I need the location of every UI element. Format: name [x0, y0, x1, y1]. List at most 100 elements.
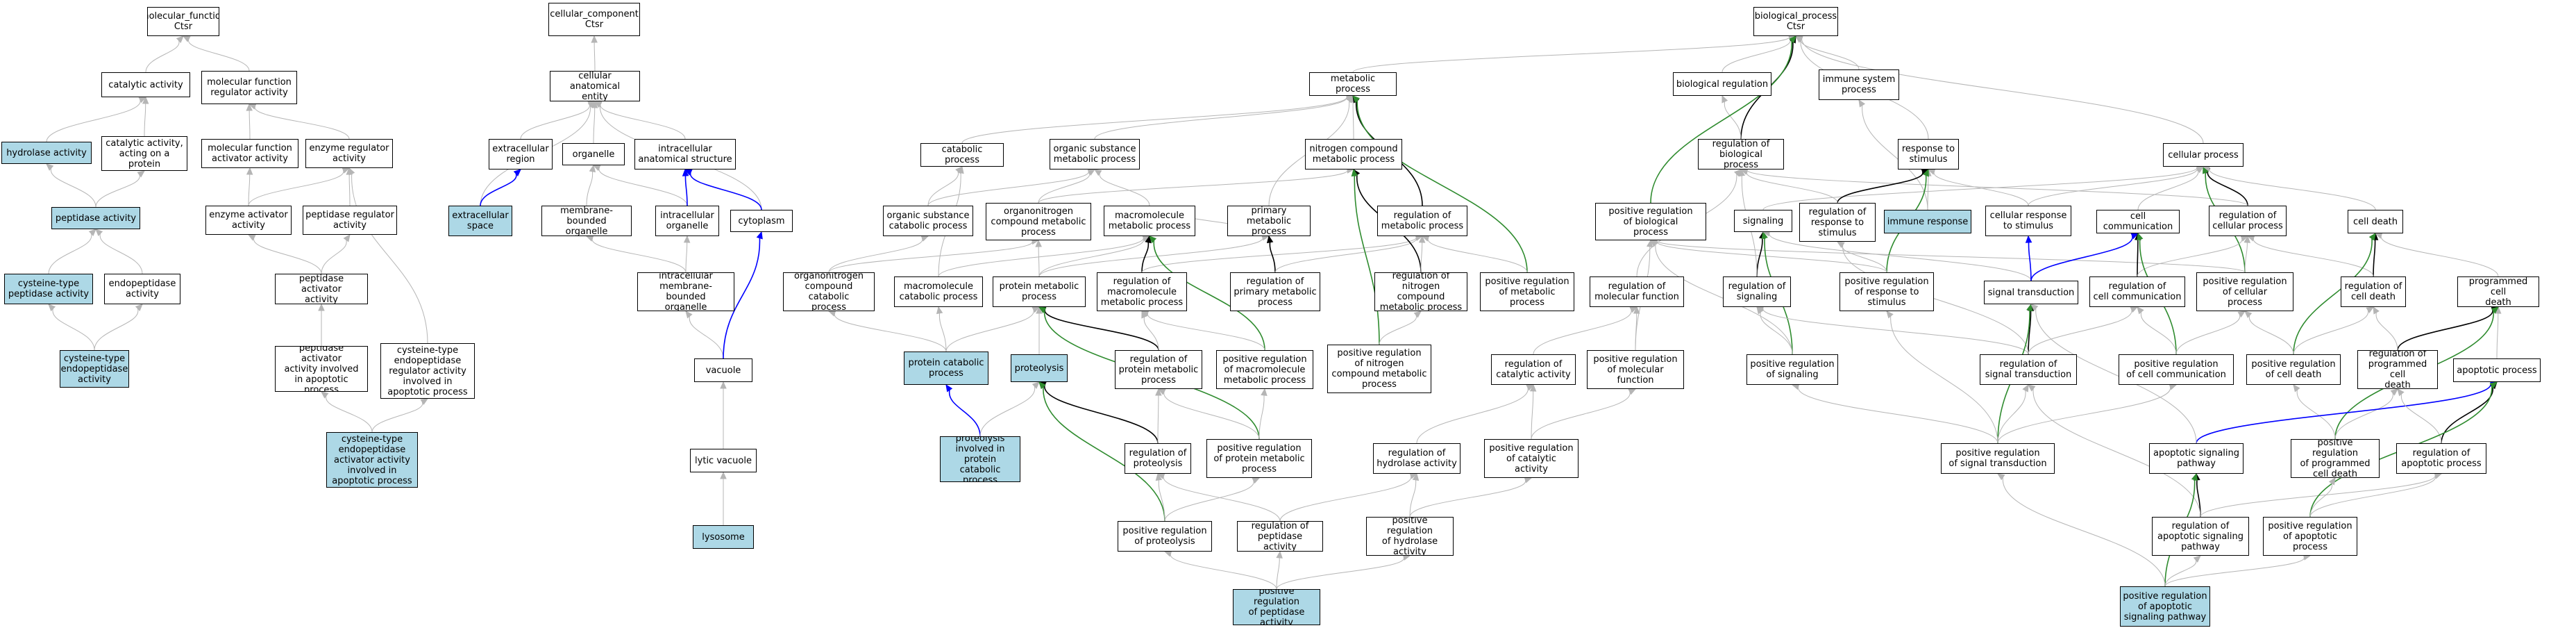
edge-regcat-to-regmf	[1533, 309, 1632, 355]
node-hydrolase-activity: hydrolase activity	[1, 142, 92, 164]
edge-posregapo-to-regapo	[2309, 475, 2436, 518]
edge-regpcd-to-regcd	[2375, 312, 2398, 351]
node-peptidase-regulator-activity: peptidase regulator activity	[303, 206, 397, 235]
arrowhead-endopept-to-pept	[95, 229, 103, 237]
arrowhead-mfact-to-mfreg	[246, 103, 253, 111]
edge-cystendoreg-to-enzreg	[351, 174, 428, 344]
edge-mfact-to-mfreg	[249, 110, 251, 140]
node-mf-regulator-activity: molecular function regulator activity	[201, 71, 297, 104]
edge-cellproc-to-bp	[1801, 38, 2204, 144]
edge-protmet-to-mmp	[1038, 238, 1145, 277]
edge-onmp-to-osmp	[1038, 172, 1090, 204]
arrowhead-posregprotmet-to-regprotmet	[1157, 388, 1166, 395]
node-signaling: signaling	[1734, 210, 1792, 232]
node-enzyme-activator-activity: enzyme activator activity	[205, 206, 292, 235]
arrowhead-cystendo-to-cystpept	[48, 304, 56, 312]
node-positive-regulation-hydrolase: positive regulation of hydrolase activit…	[1366, 517, 1454, 556]
edge-regpmp-to-pmp	[1269, 242, 1276, 273]
node-regulation-response-to-stimulus: regulation of response to stimulus	[1799, 203, 1876, 242]
arrowhead-regsig-to-regbp	[1738, 168, 1746, 177]
edge-regprotmet-to-protmet	[1044, 308, 1159, 351]
edge-posregmet-to-metab	[1356, 100, 1528, 273]
node-regulation-cellular-process: regulation of cellular process	[2209, 206, 2287, 236]
edge-mfreg-to-mf	[188, 38, 250, 72]
edge-regapo-to-apo	[2441, 386, 2493, 444]
arrowhead-cystendoact-to-peptactapo	[321, 391, 329, 399]
arrowhead-protmet-to-onmp	[1035, 239, 1042, 247]
edge-regst-to-regsig	[1762, 308, 2029, 355]
edge-intracell-to-cae	[600, 104, 686, 140]
edge-protmet-to-onmp	[1038, 246, 1040, 277]
edge-vacuole-to-imbo	[689, 315, 724, 359]
node-protein-metabolic-process: protein metabolic process	[993, 276, 1086, 307]
edge-ncmp-to-metab	[1352, 101, 1354, 140]
arrowhead-posregst-to-posregresp	[1886, 311, 1894, 319]
node-positive-regulation-biological: positive regulation of biological proces…	[1595, 203, 1706, 240]
arrowhead-pmp-to-metab	[1346, 95, 1354, 104]
arrowhead-aposig-to-sigtrans	[2030, 304, 2039, 311]
arrowhead-posregbp-to-bp	[1789, 35, 1796, 44]
node-peptidase-activity: peptidase activity	[51, 207, 140, 229]
edge-intorg-to-intracell	[684, 175, 688, 206]
arrowhead-intorg-to-intracell	[682, 168, 689, 176]
arrowhead-protinv-to-protcat	[945, 383, 953, 392]
arrowhead-peptactapo-to-peptact	[318, 303, 325, 311]
edge-catact-to-mf	[145, 40, 180, 73]
edge-posreghydro-to-posregcat	[1409, 479, 1526, 518]
node-protein-catabolic-process: protein catabolic process	[904, 352, 988, 385]
edge-posregproteo-to-proteolysis	[1043, 386, 1165, 522]
edge-posregpcd-to-regpcd	[2334, 392, 2393, 440]
edge-vacuole-to-cytoplasm	[723, 238, 761, 359]
arrowhead-posregcc-to-posregcp	[2237, 311, 2246, 318]
edge-mcp-to-mmp	[938, 237, 1144, 277]
arrowhead-posregmmp-to-mmp	[1149, 236, 1157, 244]
arrowhead-hydro-to-catact	[138, 97, 147, 104]
edge-regcc-to-cellcomm	[2137, 239, 2139, 277]
node-regulation-protein-metabolic: regulation of protein metabolic process	[1115, 350, 1202, 389]
node-cysteine-endopeptidase-activator: cysteine-type endopeptidase activator ac…	[326, 432, 418, 488]
node-proteolysis: proteolysis	[1011, 354, 1068, 382]
arrowhead-cae-to-cc	[591, 35, 598, 43]
edge-immresp-to-immsys	[1862, 105, 1928, 210]
arrowhead-proteolysis-to-protmet	[1036, 306, 1043, 314]
arrowhead-mcp-to-catab	[957, 165, 964, 174]
edge-posregresp-to-posregbp	[1656, 240, 1887, 273]
arrowhead-posregaposig-to-aposig	[2191, 472, 2198, 481]
edge-onmp-to-ncmp	[1038, 170, 1348, 204]
node-peptidase-activator-apoptotic: peptidase activator activity involved in…	[275, 346, 368, 392]
node-intracellular-membrane-bounded-organelle: intracellular membrane-bounded organelle	[637, 272, 734, 311]
edge-cae-to-cc	[594, 42, 596, 72]
edge-protcat-to-protmet	[945, 309, 1034, 352]
node-positive-regulation-signaling: positive regulation of signaling	[1746, 354, 1838, 385]
arrowhead-posregproteo-to-posregprotmet	[1252, 477, 1261, 484]
arrowhead-regncmp-to-regmet	[1418, 235, 1426, 243]
arrowhead-posregmet-to-metab	[1352, 95, 1361, 104]
edge-imbo-to-mbo	[591, 238, 687, 273]
arrowhead-posregpept-to-regpept	[1276, 550, 1283, 559]
node-enzyme-regulator-activity: enzyme regulator activity	[305, 139, 393, 168]
arrowhead-posregcc-to-cellcomm	[2137, 232, 2144, 241]
edge-sigtrans-to-cellresp	[2028, 242, 2032, 281]
edge-catab-to-metab	[961, 96, 1347, 144]
arrowhead-catprot-to-catact	[142, 96, 149, 104]
arrowhead-posregprotmet-to-posregmmp	[1261, 388, 1268, 396]
node-response-to-stimulus: response to stimulus	[1898, 139, 1959, 170]
arrowhead-posregpcd-to-posregcd	[2293, 384, 2300, 392]
arrowhead-posregcp-to-cellproc	[2203, 165, 2209, 174]
node-positive-regulation-cellular-process: positive regulation of cellular process	[2196, 272, 2293, 311]
arrowhead-posregcd-to-celldeath	[2368, 232, 2376, 241]
arrowhead-reghydro-to-regcat	[1526, 384, 1535, 391]
edge-posregcc-to-posregcp	[2175, 314, 2240, 355]
node-regulation-apoptotic-process: regulation of apoptotic process	[2396, 443, 2486, 474]
node-biological-process: biological_process Ctsr	[1753, 7, 1838, 36]
arrowhead-posregsig-to-posregbp	[1650, 240, 1658, 247]
arrowhead-posregpcd-to-regpcd	[2390, 388, 2398, 396]
edge-posregcc-to-regcc	[2141, 311, 2177, 355]
node-positive-regulation-macromolecule-metabolic: positive regulation of macromolecule met…	[1216, 350, 1313, 389]
edge-osmp-to-metab	[1094, 97, 1347, 140]
node-cellular-anatomical-entity: cellular anatomical entity	[550, 71, 640, 101]
edge-posregapo-to-posregpcd	[2309, 483, 2332, 518]
edge-cystpept-to-pept	[48, 233, 92, 274]
arrowhead-enzact-to-mfact	[246, 167, 253, 175]
edge-posregproteo-to-regproteo	[1158, 479, 1165, 522]
